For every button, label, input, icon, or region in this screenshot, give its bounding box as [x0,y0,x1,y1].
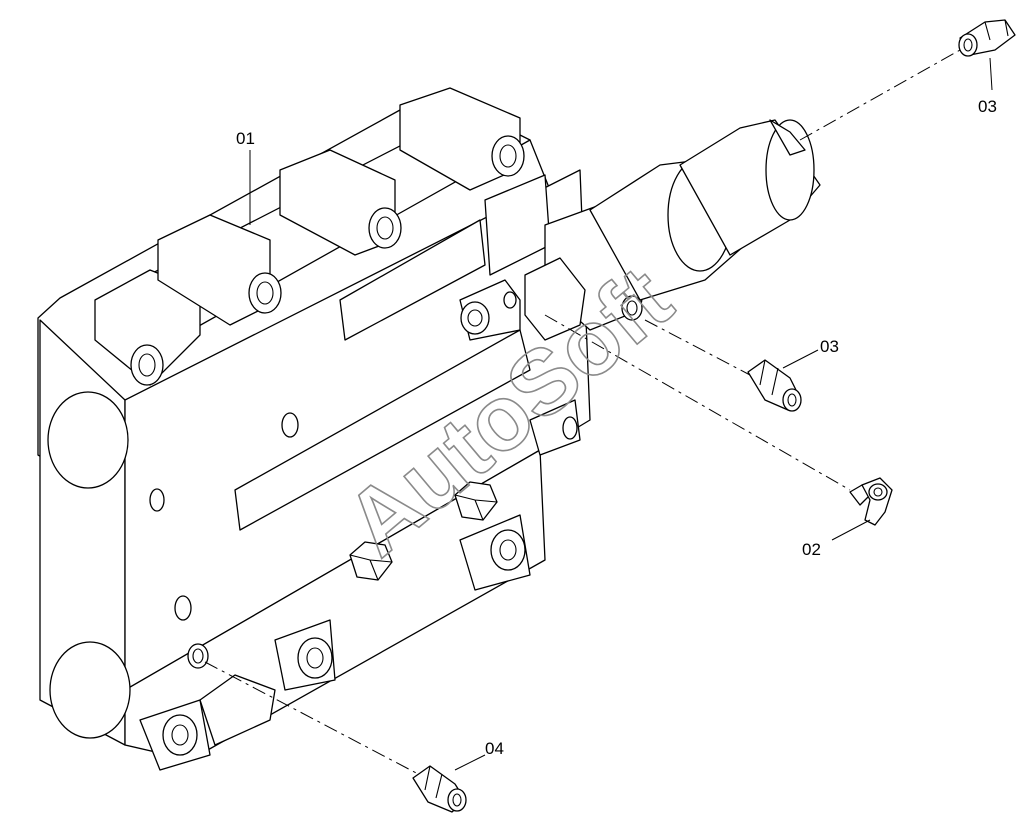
label-03-middle: 03 [820,337,839,356]
centerline-02 [544,314,851,491]
top-boss-2 [157,214,282,326]
hex-bolt-2 [454,481,498,521]
centerline-04 [204,661,421,776]
leader-04 [454,754,486,771]
hex-bolt-1 [349,541,393,581]
port-04 [187,643,209,669]
solenoid [589,119,821,301]
label-03-top: 03 [978,97,997,116]
mounting-ear [459,279,521,341]
centerline-03-top [799,49,961,141]
fitting-03-middle [747,359,802,412]
bottom-boss-3 [459,514,531,591]
fitting-03-top [958,19,1016,57]
top-boss-3 [279,149,402,256]
fitting-02 [849,477,893,526]
bottom-boss-2 [274,619,336,691]
leader-03-middle [782,349,819,369]
leader-02 [831,519,871,541]
end-cap-lower [49,641,131,739]
end-cap-upper [47,391,129,489]
leader-03-top [989,57,993,91]
valve-body [37,87,821,771]
label-02: 02 [802,540,821,559]
top-boss-4 [399,87,525,191]
top-boss-1 [94,269,201,386]
label-01: 01 [236,129,255,148]
centerline-03-middle [644,319,751,376]
bottom-boss-1 [139,699,211,771]
port-03-middle [621,295,643,321]
fitting-04 [412,765,467,813]
label-04: 04 [485,739,504,758]
